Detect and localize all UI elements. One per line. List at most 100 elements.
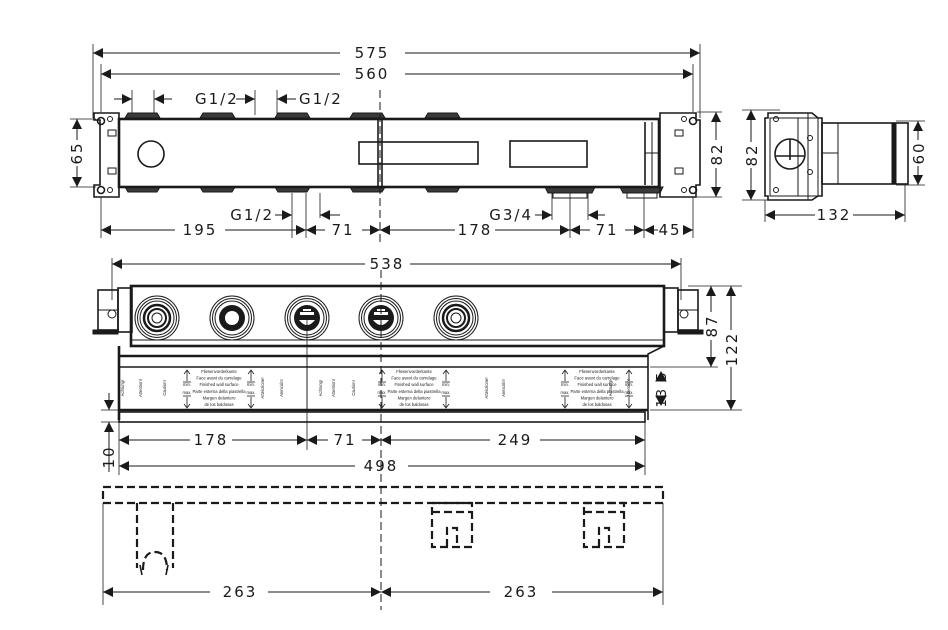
dim-label-45: 45 [658,221,681,239]
warning-text: Atención! [501,379,506,396]
hidden-frame [101,485,665,505]
outlet [134,295,180,341]
tile-label-text: Finished wall surface [577,382,617,387]
tile-label-text: Margen delantero [398,395,431,400]
dim-rear-right: 263 [381,583,663,601]
dim-label-side-82: 82 [743,143,761,166]
warning-text: Attention! [626,379,631,397]
warning-text: Atención! [279,379,284,396]
dim-thread-top-left: G1/2 [114,90,239,115]
dim-label-71: 71 [331,221,354,239]
cartridge-circle [137,140,165,168]
left-mounting-bracket [93,112,120,198]
dim-chain-front: 178 71 249 [119,431,645,449]
min-label: min. [247,382,255,387]
dim-bottom-offset: 10 [100,393,119,472]
dim-body-height: 65 [68,118,96,188]
min-label: min. [625,382,633,387]
dim-front-overall-length: 498 [119,457,645,475]
dim-front-overall-height: 122 [723,286,741,410]
tile-label-text: de los baldosas [399,402,428,407]
module-body-top [117,117,661,189]
thread-label: G3/4 [489,206,533,224]
dim-label-10: 10 [100,445,118,468]
dim-tile-margin: 13 5 [655,371,670,408]
thread-label: G1/2 [230,206,274,224]
tile-label-text: Parte esterna della piastrella [387,389,441,394]
outlets [134,295,479,341]
outlet [433,295,479,341]
warning-text: Achtung! [318,380,323,397]
warning-text: Attenzione! [484,378,489,399]
tile-label-text: de los baldosas [204,402,233,407]
tile-label-text: Parte esterna della piastrella [570,389,624,394]
thread-label: G1/2 [195,90,239,108]
front-left-bracket [92,287,133,335]
warning-text: Attenzione! [260,378,265,399]
max-label: max. [560,390,569,395]
dim-label-249: 249 [498,431,533,449]
left-hook-hidden [135,503,175,576]
tile-label-text: Face avant du carrelage [391,376,437,381]
dim-overall-height: 82 [697,111,726,198]
max-label: max. [246,390,255,395]
tile-label-text: Finished wall surface [394,382,434,387]
tile-label-text: de los baldosas [582,402,611,407]
dim-label-122: 122 [723,332,741,367]
warning-text: Achtung! [120,380,125,397]
tile-label-text: Fliesenvorderkante [201,369,237,374]
rear-view: 263 263 [101,485,665,605]
dim-front-length: 538 [112,255,681,273]
clip-hidden-1 [430,501,474,549]
dim-thread-bottom-right: G3/4 [489,193,605,238]
dim-label-575: 575 [355,44,390,62]
tile-label-text: Parte esterna della piastrella [192,389,246,394]
max-label: max. [624,390,633,395]
front-right-bracket [663,287,704,335]
thread-label: G1/2 [299,90,343,108]
max-label: max. [182,390,191,395]
top-connectors [124,112,461,119]
dim-height-to-face: 87 [703,286,721,367]
dim-label-195: 195 [183,221,218,239]
dim-label-13-5: 13 5 [655,371,670,408]
warning-text: Caution! [162,380,167,396]
dim-label-65: 65 [68,141,86,164]
min-label: min. [561,382,569,387]
dim-label-498: 498 [364,457,399,475]
tile-label-text: Margen delantero [203,395,236,400]
dim-frame-length: 560 [101,65,693,83]
warning-text: Attention! [138,379,143,397]
clip-hidden-2 [582,501,626,549]
dim-label-71b: 71 [595,221,618,239]
dim-label-132: 132 [817,206,852,224]
right-mounting-bracket [659,112,701,198]
dim-thread-bottom-left: G1/2 [230,193,340,238]
dim-label-82: 82 [708,142,726,165]
tile-label-text: Finished wall surface [199,382,239,387]
tile-label-text: Fliesenvorderkante [579,369,615,374]
min-label: min. [378,382,386,387]
dim-label-178: 178 [194,431,229,449]
warning-text: Caution! [351,380,356,396]
max-label: max. [377,390,386,395]
warning-text: Achtung! [608,380,613,397]
dim-label-87: 87 [703,314,721,337]
dim-label-178: 178 [458,221,493,239]
tile-label-text: Face avant du carrelage [196,376,242,381]
max-label: max. [441,390,450,395]
tile-label-text: Margen delantero [581,395,614,400]
dim-thread-top-mid: G1/2 [236,90,343,115]
dim-label-263-left: 263 [223,583,258,601]
dim-label-71: 71 [333,431,356,449]
min-label: min. [183,382,191,387]
dim-label-538: 538 [370,255,405,273]
dim-label-263-right: 263 [504,583,539,601]
min-label: min. [442,382,450,387]
